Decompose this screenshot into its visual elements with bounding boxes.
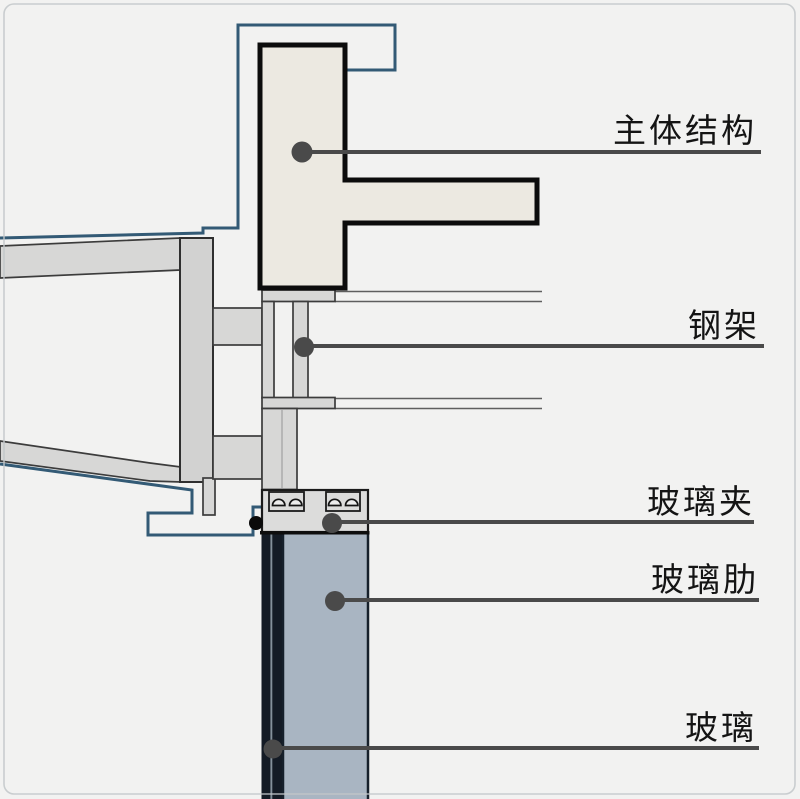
roof-beam-end-plate	[179, 237, 214, 483]
concrete-main-structure	[257, 42, 540, 291]
glass-rib-panel	[281, 531, 370, 799]
leader-glass-rib	[325, 591, 759, 611]
clamp-bolt-3	[327, 498, 342, 507]
leader-steel-frame	[294, 337, 764, 357]
leader-glass-clamp	[322, 513, 754, 533]
clamp-bolt-1	[271, 498, 286, 507]
connector-plate-lower	[212, 435, 263, 480]
photo-border-frame	[3, 3, 796, 795]
clamp-bolt-2	[288, 498, 303, 507]
clamp-bolt-4	[344, 498, 359, 507]
label-steel-frame: 钢架	[688, 307, 760, 344]
steel-frame-bottom-plate	[261, 396, 336, 410]
roof-beam-top-flange	[0, 237, 181, 279]
gutter-flashing-line	[0, 462, 263, 537]
clamp-bolt-plate-left	[268, 491, 305, 512]
end-plate-hanger-bar	[202, 477, 216, 516]
gasket-dot	[249, 516, 263, 530]
steel-frame-left-bar	[261, 300, 275, 399]
steel-frame-top-plate	[261, 289, 336, 303]
label-glass-rib: 玻璃肋	[651, 561, 759, 598]
steel-frame-lower-member	[261, 407, 298, 491]
label-glass: 玻璃	[685, 709, 757, 746]
leader-main-structure	[291, 141, 761, 163]
clamp-bolt-plate-right	[325, 491, 361, 512]
label-main-structure: 主体结构	[613, 112, 757, 149]
parapet-flashing-line	[0, 23, 397, 240]
label-glass-clamp: 玻璃夹	[647, 483, 755, 520]
glass-interlayer-line	[270, 534, 273, 799]
connector-plate-upper	[212, 307, 263, 346]
leader-glass	[263, 739, 759, 759]
